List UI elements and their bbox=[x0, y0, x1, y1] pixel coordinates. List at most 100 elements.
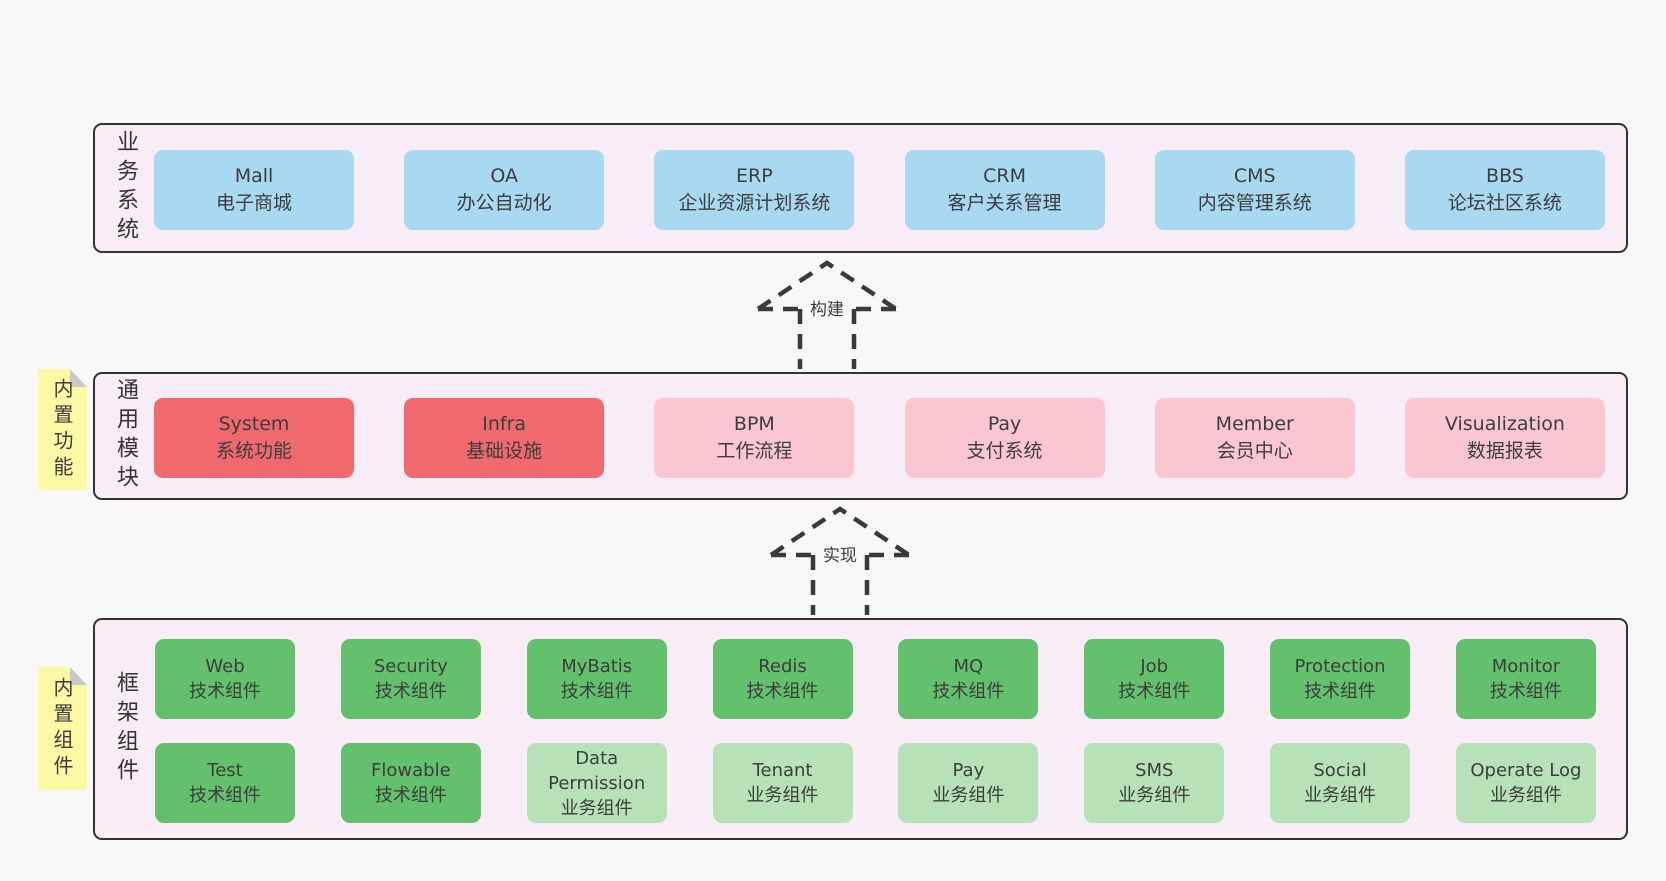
box-title: Mall bbox=[234, 165, 274, 187]
box-web: Web 技术组件 bbox=[155, 639, 295, 719]
box-title: MyBatis bbox=[561, 656, 633, 677]
box-title: MQ bbox=[953, 656, 984, 677]
box-title: Monitor bbox=[1491, 656, 1561, 677]
box-subtitle: 业务组件 bbox=[932, 785, 1005, 806]
box-subtitle: 企业资源计划系统 bbox=[678, 192, 831, 214]
box-data-permission: Data Permission 业务组件 bbox=[526, 743, 667, 823]
box-title: Member bbox=[1215, 413, 1294, 435]
box-system: System 系统功能 bbox=[154, 398, 354, 478]
box-subtitle: 电子商城 bbox=[215, 192, 292, 214]
box-subtitle: 业务组件 bbox=[1118, 785, 1191, 806]
arrow-label: 实现 bbox=[821, 541, 859, 566]
sticky-note-label: 内置功能 bbox=[50, 377, 74, 482]
box-subtitle: 工作流程 bbox=[716, 440, 793, 462]
box-title: Visualization bbox=[1444, 413, 1565, 435]
box-title: Redis bbox=[758, 656, 807, 677]
box-sms: SMS 业务组件 bbox=[1084, 743, 1225, 823]
box-job: Job 技术组件 bbox=[1084, 639, 1225, 719]
section-label: 通用模块 bbox=[113, 378, 138, 494]
box-tenant: Tenant 业务组件 bbox=[712, 743, 853, 823]
box-title: Operate Log bbox=[1470, 760, 1582, 781]
box-subtitle: 业务组件 bbox=[560, 797, 633, 819]
box-title: Social bbox=[1313, 760, 1367, 781]
box-crm: CRM 客户关系管理 bbox=[904, 150, 1105, 230]
section-label: 框架组件 bbox=[113, 671, 138, 787]
box-title: Flowable bbox=[371, 760, 451, 781]
box-title: System bbox=[218, 413, 290, 435]
box-subtitle: 内容管理系统 bbox=[1197, 192, 1312, 214]
box-bbs: BBS 论坛社区系统 bbox=[1404, 150, 1605, 230]
box-title: BPM bbox=[733, 413, 775, 435]
box-redis: Redis 技术组件 bbox=[712, 639, 853, 719]
box-visualization: Visualization 数据报表 bbox=[1404, 398, 1605, 478]
box-pay: Pay 支付系统 bbox=[904, 398, 1105, 478]
box-bpm: BPM 工作流程 bbox=[654, 398, 855, 478]
box-subtitle: 支付系统 bbox=[966, 440, 1043, 462]
box-subtitle: 业务组件 bbox=[746, 785, 819, 806]
box-title: Tenant bbox=[752, 760, 813, 781]
box-mall: Mall 电子商城 bbox=[154, 150, 354, 230]
box-title: ERP bbox=[736, 165, 773, 187]
modules-row: System 系统功能 Infra 基础设施 BPM 工作流程 Pay 支付系统 Member 会… bbox=[154, 398, 1605, 478]
box-subtitle: 系统功能 bbox=[215, 440, 292, 462]
box-subtitle: 技术组件 bbox=[374, 681, 447, 702]
box-member: Member 会员中心 bbox=[1154, 398, 1355, 478]
box-social: Social 业务组件 bbox=[1270, 743, 1411, 823]
sticky-note-builtin-features: 内置功能 bbox=[38, 369, 87, 490]
box-subtitle: 业务组件 bbox=[1304, 785, 1377, 806]
box-title: Job bbox=[1140, 656, 1169, 677]
box-subtitle: 技术组件 bbox=[374, 785, 447, 806]
box-mq: MQ 技术组件 bbox=[898, 639, 1039, 719]
box-subtitle: 技术组件 bbox=[746, 681, 819, 702]
section-label: 业务系统 bbox=[113, 130, 138, 246]
box-title: Web bbox=[205, 656, 245, 677]
box-title: OA bbox=[490, 165, 518, 187]
box-oa: OA 办公自动化 bbox=[404, 150, 605, 230]
box-title: BBS bbox=[1486, 165, 1524, 187]
box-title: Pay bbox=[987, 413, 1022, 435]
box-subtitle: 技术组件 bbox=[932, 681, 1005, 702]
arrow-label: 构建 bbox=[808, 295, 846, 320]
box-test: Test 技术组件 bbox=[155, 743, 295, 823]
section-common-modules: 通用模块 System 系统功能 Infra 基础设施 BPM 工作流程 Pay 支付系统 Me… bbox=[93, 372, 1628, 500]
box-title: SMS bbox=[1135, 760, 1174, 781]
arrow-build: 构建 bbox=[752, 255, 902, 371]
box-subtitle: 办公自动化 bbox=[456, 192, 552, 214]
sticky-note-builtin-components: 内置组件 bbox=[38, 667, 87, 790]
box-title: Data Permission bbox=[548, 747, 646, 794]
box-subtitle: 论坛社区系统 bbox=[1447, 192, 1562, 214]
box-erp: ERP 企业资源计划系统 bbox=[654, 150, 855, 230]
box-subtitle: 技术组件 bbox=[189, 785, 261, 806]
box-subtitle: 会员中心 bbox=[1216, 440, 1293, 462]
up-arrow-icon bbox=[769, 506, 911, 615]
sticky-note-label: 内置组件 bbox=[50, 676, 74, 781]
box-infra: Infra 基础设施 bbox=[404, 398, 605, 478]
box-subtitle: 技术组件 bbox=[1304, 681, 1377, 702]
box-title: CRM bbox=[983, 165, 1026, 187]
box-protection: Protection 技术组件 bbox=[1270, 639, 1411, 719]
box-flowable: Flowable 技术组件 bbox=[340, 743, 481, 823]
box-subtitle: 数据报表 bbox=[1466, 440, 1543, 462]
box-title: Test bbox=[207, 760, 243, 781]
box-title: Security bbox=[373, 656, 448, 677]
box-mybatis: MyBatis 技术组件 bbox=[526, 639, 667, 719]
box-subtitle: 技术组件 bbox=[1118, 681, 1191, 702]
box-subtitle: 技术组件 bbox=[560, 681, 633, 702]
box-security: Security 技术组件 bbox=[340, 639, 481, 719]
box-title: Protection bbox=[1294, 656, 1386, 677]
section-business-systems: 业务系统 Mall 电子商城 OA 办公自动化 ERP 企业资源计划系统 CRM 客户关系管理… bbox=[93, 123, 1628, 253]
box-subtitle: 基础设施 bbox=[466, 440, 543, 462]
box-title: Infra bbox=[482, 413, 527, 435]
up-arrow-icon bbox=[756, 260, 898, 369]
box-subtitle: 技术组件 bbox=[189, 681, 261, 702]
box-subtitle: 客户关系管理 bbox=[947, 192, 1062, 214]
